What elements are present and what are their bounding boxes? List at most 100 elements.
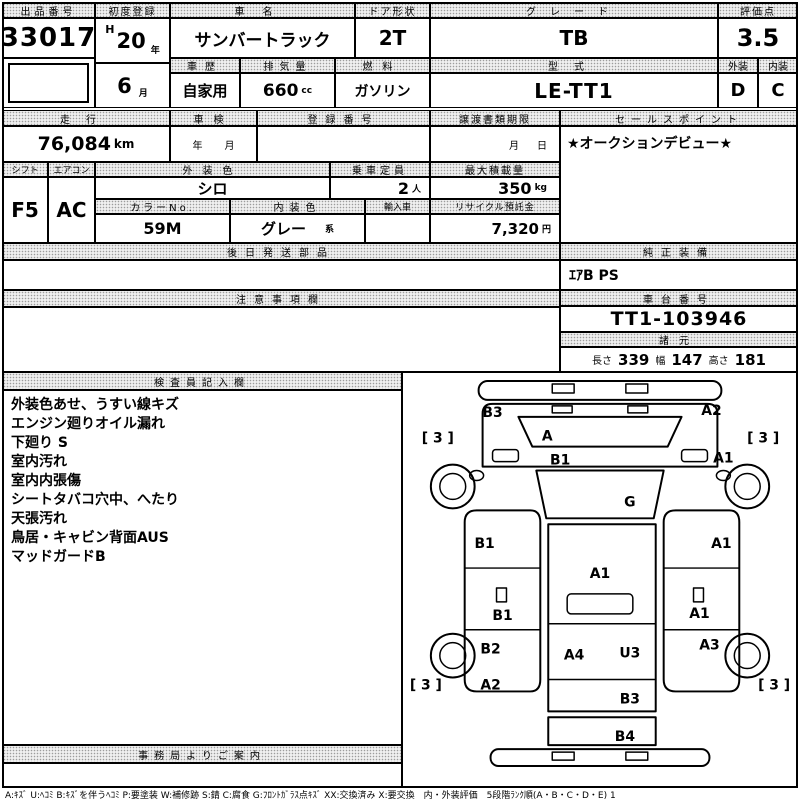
wheel-rear-right	[724, 632, 771, 679]
first-reg-month: 6	[117, 73, 132, 98]
mileage-label: 走行	[2, 110, 170, 126]
damage-label-3: [ 3 ]	[758, 677, 790, 693]
damage-label-A1: A1	[590, 566, 610, 582]
displacement-unit: cc	[301, 85, 313, 96]
headlight-left	[491, 448, 520, 463]
wheel-front-right	[724, 463, 771, 510]
inspector-note-line: 天張汚れ	[11, 511, 67, 527]
tailgate	[547, 716, 657, 747]
fuel-label: 燃料	[335, 58, 430, 73]
history-label: 車歴	[170, 58, 240, 73]
wheel-front-left	[429, 463, 476, 510]
damage-label-G: G	[624, 494, 635, 510]
first-reg-era: H	[105, 23, 115, 36]
spec-width-label: 幅	[655, 356, 666, 367]
displacement-number: 660	[262, 80, 299, 101]
interior-color-suffix: 系	[325, 225, 335, 235]
front-bumper	[477, 380, 723, 401]
damage-label-B2: B2	[480, 642, 500, 658]
damage-label-A2: A2	[701, 403, 721, 419]
history-value: 自家用	[170, 73, 240, 108]
interior-color-value: グレー 系	[230, 214, 365, 243]
mirror-left	[468, 469, 485, 482]
displacement-value: 660 cc	[240, 73, 335, 108]
first-reg-label: 初度登録	[95, 2, 170, 18]
damage-label-A3: A3	[699, 638, 719, 654]
oem-equip-label: 純正装備	[560, 243, 798, 260]
capacity-value: 2 人	[330, 177, 430, 199]
shaken-value: 年 月	[170, 126, 257, 162]
exterior-grade-label: 外装	[718, 58, 758, 73]
inspector-label: 検査員記入欄	[2, 372, 402, 390]
auction-no-value: 33017	[2, 18, 95, 58]
caution-label: 注意事項欄	[2, 290, 560, 307]
model-label: 型式	[430, 58, 718, 73]
capacity-number: 2	[397, 178, 409, 198]
office-info-value	[2, 763, 402, 788]
mileage-unit: km	[113, 137, 135, 151]
interior-color-label: 内装色	[230, 199, 365, 214]
recycle-deposit-value: 7,320 円	[430, 214, 560, 243]
roof-glass	[535, 469, 665, 520]
max-load-value: 350 kg	[430, 177, 560, 199]
spec-length-label: 長さ	[592, 356, 613, 367]
cab-rear-window	[566, 593, 634, 615]
model-value: LE-TT1	[430, 73, 718, 108]
displacement-label: 排気量	[240, 58, 335, 73]
headlight-right	[680, 448, 709, 463]
damage-label-3: [ 3 ]	[422, 431, 454, 447]
damage-label-B3: B3	[620, 691, 640, 707]
damage-label-A1: A1	[689, 606, 709, 622]
first-reg-year: 20	[116, 28, 146, 53]
inspector-note-line: 下廻り S	[11, 435, 68, 451]
first-reg-month-unit: 月	[138, 89, 148, 99]
registration-no-label: 登録番号	[257, 110, 430, 126]
later-parts-label: 後日発送部品	[2, 243, 560, 260]
sales-point-label: セールスポイント	[560, 110, 798, 126]
spec-height-value: 181	[734, 350, 766, 369]
spec-width-value: 147	[671, 350, 703, 369]
car-name-label: 車名	[170, 2, 355, 18]
shaken-year-unit: 年	[192, 140, 203, 152]
chassis-no-label: 車台番号	[560, 290, 798, 306]
grade-label: グレード	[430, 2, 718, 18]
aircon-value: AC	[48, 177, 95, 243]
registration-no-value	[257, 126, 430, 162]
shift-label: シフト	[2, 162, 48, 177]
interior-grade-value: C	[758, 73, 798, 108]
score-value: 3.5	[718, 18, 798, 58]
shaken-month-unit: 月	[224, 140, 235, 152]
inspector-note-line: エンジン廻りオイル漏れ	[11, 416, 165, 432]
left-side-panel	[463, 509, 542, 693]
damage-label-B1: B1	[550, 453, 570, 469]
inspector-note-line: マッドガードB	[11, 549, 106, 565]
mileage-value: 76,084 km	[2, 126, 170, 162]
import-car-label: 輸入車	[365, 199, 430, 214]
mileage-number: 76,084	[37, 133, 111, 155]
exterior-grade-value: D	[718, 73, 758, 108]
windshield	[517, 415, 683, 448]
inspector-note-line: 室内汚れ	[11, 454, 67, 470]
interior-grade-label: 内装	[758, 58, 798, 73]
color-no-value: 59M	[95, 214, 230, 243]
inspector-note-line: 室内内張傷	[11, 473, 81, 489]
damage-label-A1: A1	[711, 536, 731, 552]
damage-label-U3: U3	[619, 646, 640, 662]
damage-label-B1: B1	[492, 608, 512, 624]
mirror-right	[715, 469, 732, 482]
recycle-deposit-unit: 円	[541, 225, 551, 235]
spec-value: 長さ 339 幅 147 高さ 181	[560, 347, 798, 372]
recycle-deposit-number: 7,320	[491, 219, 539, 238]
right-side-panel	[662, 509, 741, 693]
damage-label-B3: B3	[482, 405, 502, 421]
transfer-day-unit: 日	[537, 140, 547, 152]
later-parts-value	[2, 260, 560, 290]
office-info-label: 事務局よりご案内	[2, 745, 402, 763]
damage-label-3: [ 3 ]	[410, 677, 442, 693]
sales-point-value: ★オークションデビュー★	[560, 126, 798, 243]
max-load-number: 350	[498, 178, 532, 198]
damage-code-legend: A:ｷｽﾞ U:ﾍｺﾐ B:ｷｽﾞを伴うﾍｺﾐ P:要塗装 W:補修跡 S:錆 …	[2, 788, 798, 800]
